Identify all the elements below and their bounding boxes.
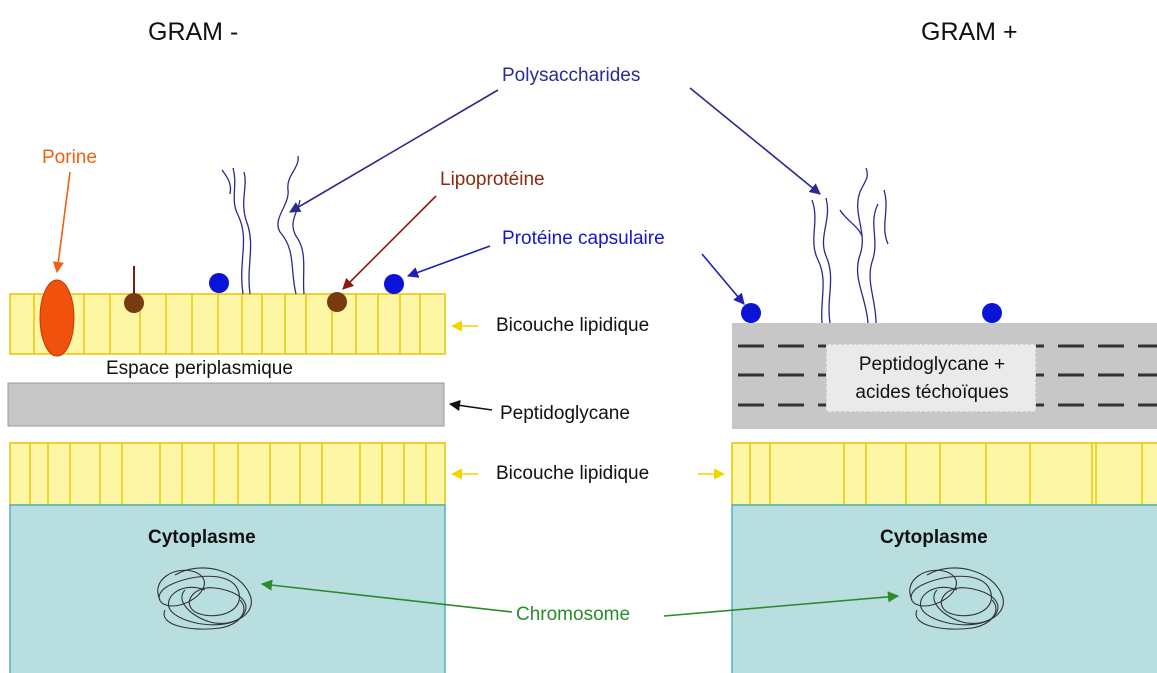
- gram-pos-membrane: [732, 443, 1157, 505]
- lipoproteine-arrow: [343, 196, 436, 289]
- cytoplasme-right-label: Cytoplasme: [880, 528, 988, 547]
- proteine-capsulaire-arrow-right: [702, 254, 744, 304]
- capsular-protein-3: [741, 303, 761, 323]
- espace-periplasmique-label: Espace periplasmique: [106, 359, 293, 378]
- polysaccharides-label: Polysaccharides: [502, 66, 640, 85]
- capsular-protein-2: [384, 274, 404, 294]
- pep-gram-pos-line1: Peptidoglycane +: [827, 355, 1037, 374]
- porine-label: Porine: [42, 148, 97, 167]
- gram-neg-inner-membrane: [10, 443, 445, 505]
- bicouche-bottom-label: Bicouche lipidique: [496, 464, 649, 483]
- pep-gram-pos-line2: acides téchoïques: [827, 383, 1037, 402]
- lipoproteine-label: Lipoprotéine: [440, 170, 545, 189]
- capsular-protein-1: [209, 273, 229, 293]
- proteine-capsulaire-label: Protéine capsulaire: [502, 229, 665, 248]
- gram-neg-title: GRAM -: [148, 20, 238, 45]
- chromosome-label: Chromosome: [516, 605, 630, 624]
- bicouche-top-label: Bicouche lipidique: [496, 316, 649, 335]
- proteine-capsulaire-arrow-left: [408, 246, 490, 276]
- peptidoglycane-label: Peptidoglycane: [500, 404, 630, 423]
- polysaccharides-arrow-left: [290, 90, 498, 212]
- gram-pos-title: GRAM +: [921, 20, 1018, 45]
- gram-pos-peptidoglycan-label-box: Peptidoglycane + acides téchoïques: [826, 344, 1036, 412]
- gram-neg-outer-membrane: [10, 294, 445, 354]
- lipoprotein-right: [327, 292, 347, 312]
- porin-shape: [40, 280, 74, 356]
- gram-pos-polysaccharide-strands: [812, 168, 888, 323]
- gram-neg-peptidoglycan-layer: [8, 383, 444, 426]
- capsular-protein-4: [982, 303, 1002, 323]
- gram-neg-polysaccharide-strands: [222, 156, 304, 294]
- polysaccharides-arrow-right: [690, 88, 820, 194]
- cytoplasme-left-label: Cytoplasme: [148, 528, 256, 547]
- peptidoglycane-arrow: [450, 404, 492, 410]
- lipoprotein-left: [124, 266, 144, 313]
- porine-arrow: [57, 172, 70, 272]
